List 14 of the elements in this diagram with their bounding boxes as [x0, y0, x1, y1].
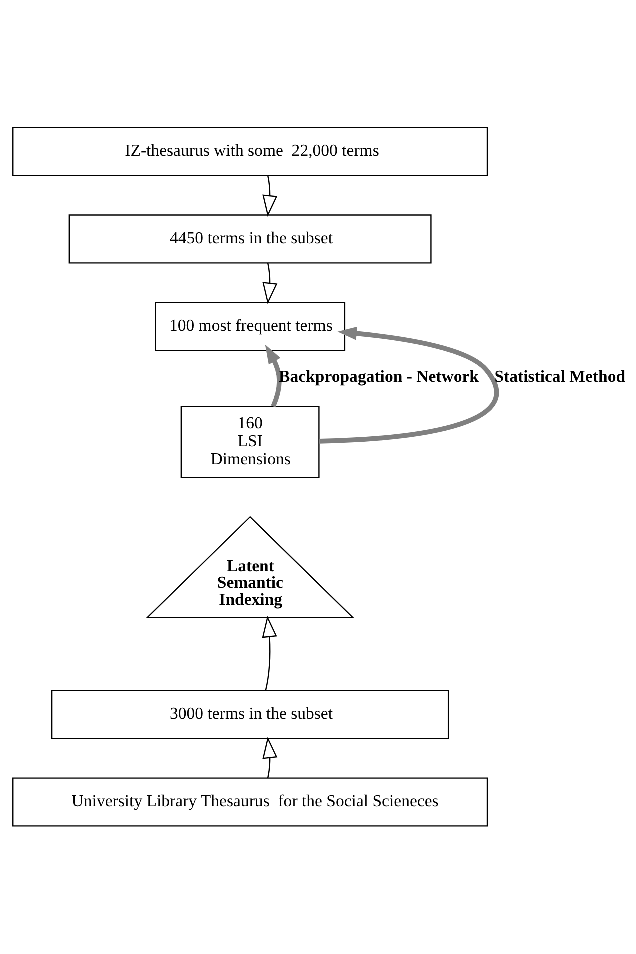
node-box: 3000 terms in the subset	[51, 690, 450, 740]
arrow	[262, 616, 278, 691]
arrow	[262, 263, 278, 304]
node-box: 160 LSI Dimensions	[180, 406, 320, 478]
arrow	[262, 176, 278, 217]
node-box: IZ-thesaurus with some 22,000 terms	[12, 127, 488, 176]
arrow	[262, 736, 278, 778]
arrow	[319, 326, 499, 444]
node-box: 100 most frequent terms	[155, 302, 346, 352]
arrow	[265, 344, 282, 408]
node-box: 4450 terms in the subset	[68, 214, 432, 264]
node-box: University Library Thesaurus for the Social Scieneces	[12, 778, 488, 827]
edge-label: Statistical Method	[494, 367, 626, 386]
edge-label: Backpropagation - Network	[279, 367, 480, 386]
